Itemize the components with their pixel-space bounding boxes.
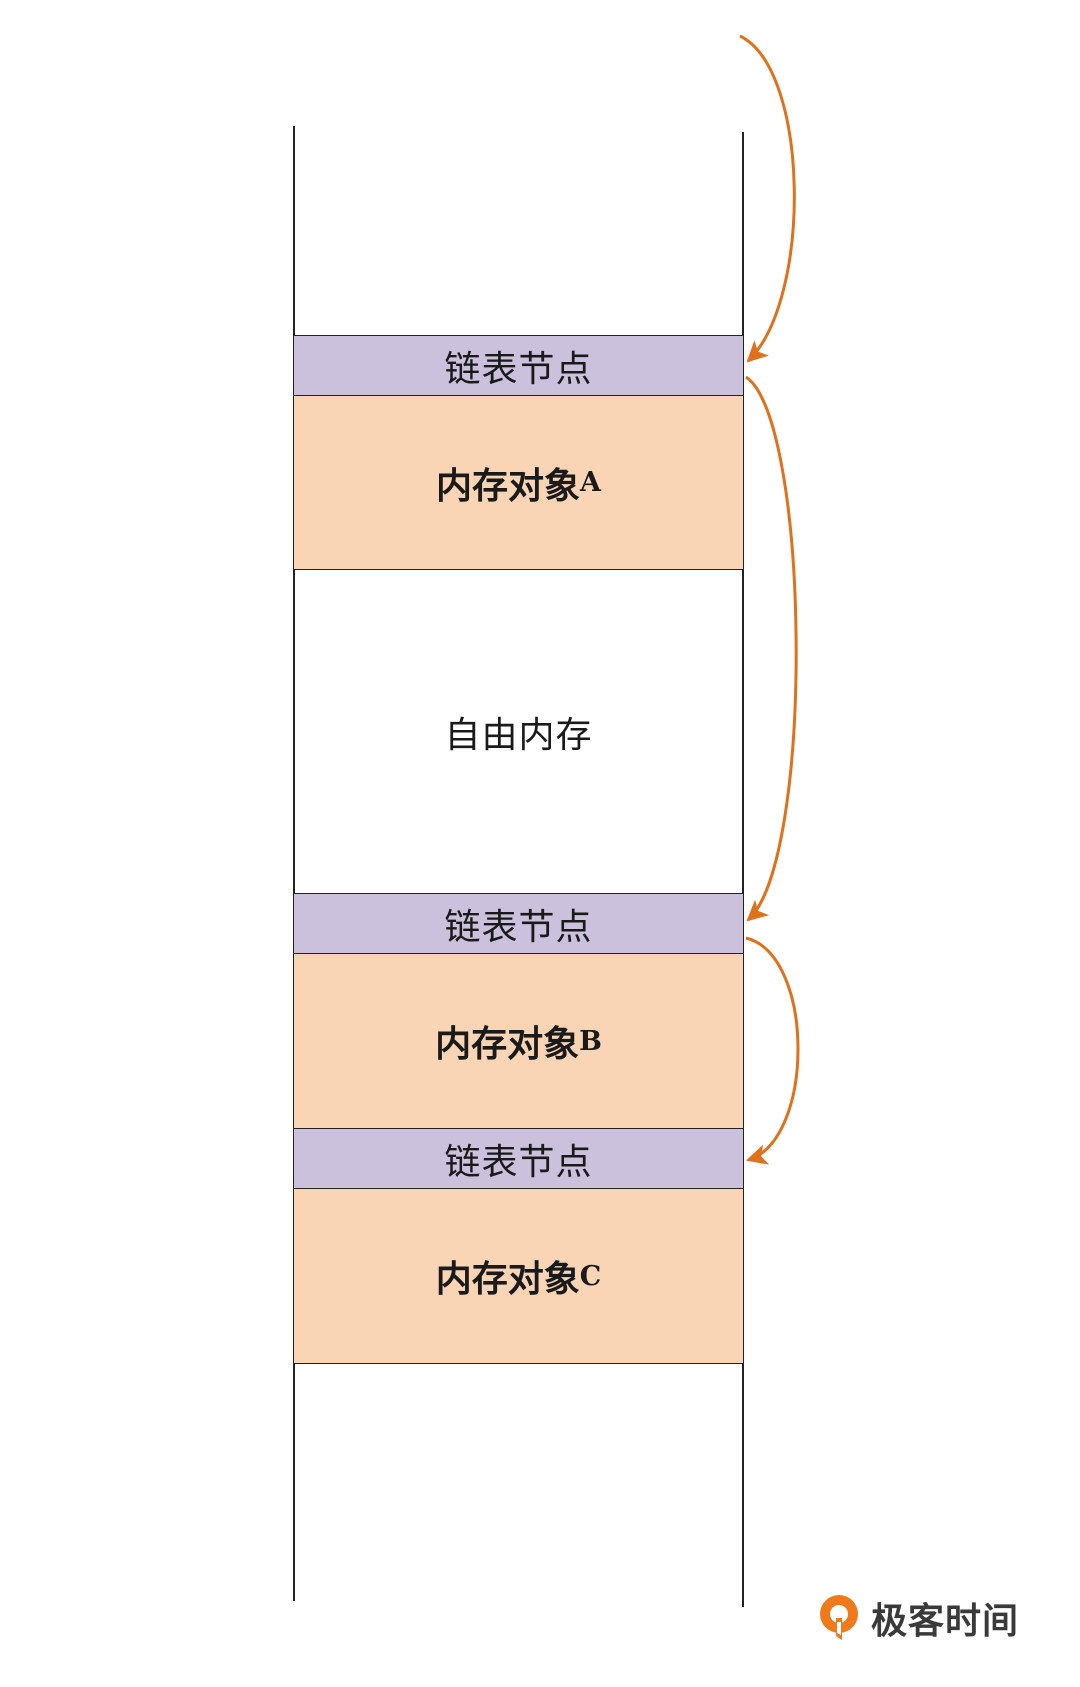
linked-list-node-1: 链表节点	[294, 335, 743, 396]
brand-logo: 极客时间	[815, 1590, 1019, 1646]
free-memory-region: 自由内存	[294, 570, 743, 893]
geektime-logo-icon	[820, 1595, 858, 1640]
memory-object-suffix: A	[580, 467, 601, 498]
linked-list-node-label: 链表节点	[444, 906, 593, 948]
linked-list-node-label: 链表节点	[444, 1141, 593, 1183]
linked-list-node-2: 链表节点	[294, 893, 743, 954]
linked-list-node-label: 链表节点	[444, 348, 593, 390]
free-memory-label: 自由内存	[444, 714, 593, 756]
linked-list-node-3: 链表节点	[294, 1128, 743, 1189]
brand-logo-text: 极客时间	[871, 1601, 1020, 1642]
memory-object-suffix: C	[579, 1260, 602, 1292]
memory-object-label: 内存对象	[436, 465, 581, 507]
memory-object-label: 内存对象	[435, 1024, 580, 1065]
memory-object-label: 内存对象	[435, 1259, 580, 1300]
memory-object-suffix: B	[579, 1025, 602, 1057]
